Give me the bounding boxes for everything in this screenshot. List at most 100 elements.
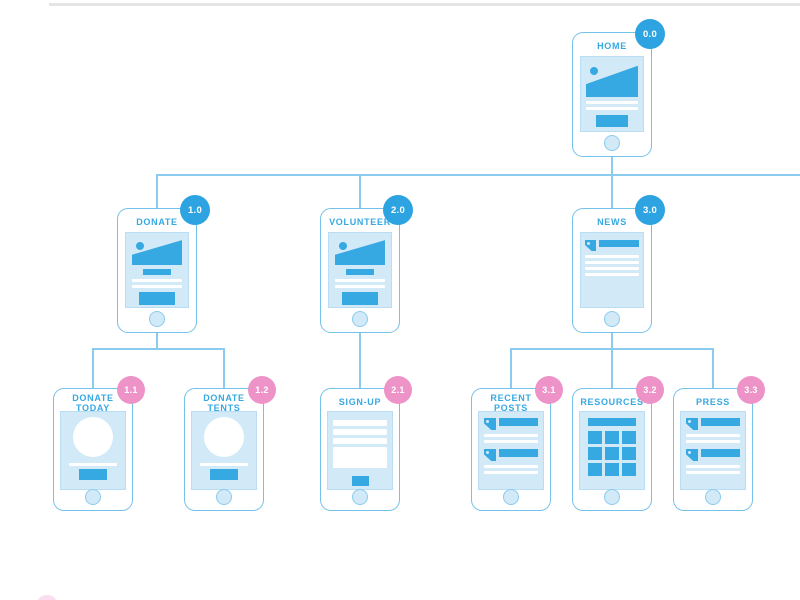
screen-resources (579, 411, 645, 490)
text-line (686, 440, 740, 443)
thumbnail-icon (484, 449, 496, 461)
title-bar (499, 418, 538, 426)
page-label-press: PRESS (695, 397, 730, 407)
page-label-donate-tents: DONATE TENTS (203, 393, 245, 414)
badge-donate-tents: 1.2 (248, 376, 276, 404)
phone-node-resources: 3.2 RESOURCES (572, 376, 664, 511)
home-button-icon (604, 311, 620, 327)
phone-node-volunteer: 2.0 VOLUNTEER (320, 195, 413, 333)
badge-news: 3.0 (635, 195, 665, 225)
connector-line (223, 348, 225, 388)
home-button-icon (85, 489, 101, 505)
circle-placeholder (204, 417, 244, 457)
news-item (484, 449, 538, 461)
image-placeholder-icon (586, 63, 638, 97)
news-item (686, 449, 740, 461)
screen-donate (125, 232, 189, 308)
text-line (686, 471, 740, 474)
form-field (333, 429, 387, 435)
news-item (484, 418, 538, 430)
form-field (333, 420, 387, 426)
button-placeholder (210, 469, 238, 480)
title-bar (701, 418, 740, 426)
button-placeholder (139, 292, 175, 305)
text-line (585, 261, 639, 264)
badge-volunteer: 2.0 (383, 195, 413, 225)
badge-donate: 1.0 (180, 195, 210, 225)
text-line (585, 273, 639, 276)
thumbnail-icon (686, 418, 698, 430)
connector-line (611, 348, 613, 388)
badge-recent-posts: 3.1 (535, 376, 563, 404)
subtitle-bar (346, 269, 374, 275)
text-line (132, 285, 182, 288)
text-line (484, 440, 538, 443)
page-label-signup: SIGN-UP (338, 397, 382, 407)
badge-signup: 2.1 (384, 376, 412, 404)
news-item (585, 240, 639, 251)
top-divider-line (49, 3, 800, 6)
circle-placeholder (73, 417, 113, 457)
connector-line (611, 174, 613, 208)
connector-line (611, 333, 613, 349)
text-line (484, 434, 538, 437)
page-label-news: NEWS (597, 217, 627, 227)
button-placeholder (351, 476, 369, 486)
connector-line (359, 174, 361, 208)
home-button-icon (705, 489, 721, 505)
phone-node-signup: 2.1 SIGN-UP (320, 376, 412, 511)
screen-volunteer (328, 232, 392, 308)
news-item (686, 418, 740, 430)
phone-node-home: 0.0 HOME (572, 19, 665, 157)
form-textarea (333, 447, 387, 468)
text-line (335, 285, 385, 288)
screen-signup (327, 411, 393, 490)
home-button-icon (352, 311, 368, 327)
button-placeholder (342, 292, 378, 305)
thumbnail-icon (686, 449, 698, 461)
text-line (484, 471, 538, 474)
page-label-volunteer: VOLUNTEER (329, 217, 391, 227)
text-line (200, 463, 248, 466)
badge-donate-today: 1.1 (117, 376, 145, 404)
connector-line (156, 333, 158, 349)
screen-recent-posts (478, 411, 544, 490)
text-line (132, 279, 182, 282)
connector-line (611, 156, 613, 175)
phone-node-news: 3.0 NEWS (572, 195, 665, 333)
cropped-badge-artifact (38, 595, 56, 600)
text-line (69, 463, 117, 466)
home-button-icon (216, 489, 232, 505)
text-line (585, 255, 639, 258)
text-line (686, 434, 740, 437)
text-line (586, 107, 638, 110)
text-line (585, 267, 639, 270)
screen-donate-today (60, 411, 126, 490)
connector-line (156, 174, 158, 208)
connector-line (359, 333, 361, 388)
page-label-home: HOME (597, 41, 627, 51)
text-line (586, 101, 638, 104)
home-button-icon (604, 489, 620, 505)
screen-donate-tents (191, 411, 257, 490)
grid-placeholder (588, 431, 636, 476)
phone-node-press: 3.3 PRESS (673, 376, 765, 511)
connector-line (510, 348, 512, 388)
badge-press: 3.3 (737, 376, 765, 404)
image-placeholder-icon (132, 238, 182, 265)
screen-press (680, 411, 746, 490)
thumbnail-icon (585, 240, 596, 251)
title-bar (701, 449, 740, 457)
connector-line (156, 174, 800, 176)
home-button-icon (352, 489, 368, 505)
screen-news (580, 232, 644, 308)
button-placeholder (596, 115, 628, 127)
text-line (686, 465, 740, 468)
connector-line (92, 348, 225, 350)
page-label-donate: DONATE (136, 217, 178, 227)
title-bar (599, 240, 639, 247)
home-button-icon (604, 135, 620, 151)
header-bar (588, 418, 636, 426)
thumbnail-icon (484, 418, 496, 430)
phone-node-recent-posts: 3.1 RECENT POSTS (471, 376, 563, 511)
